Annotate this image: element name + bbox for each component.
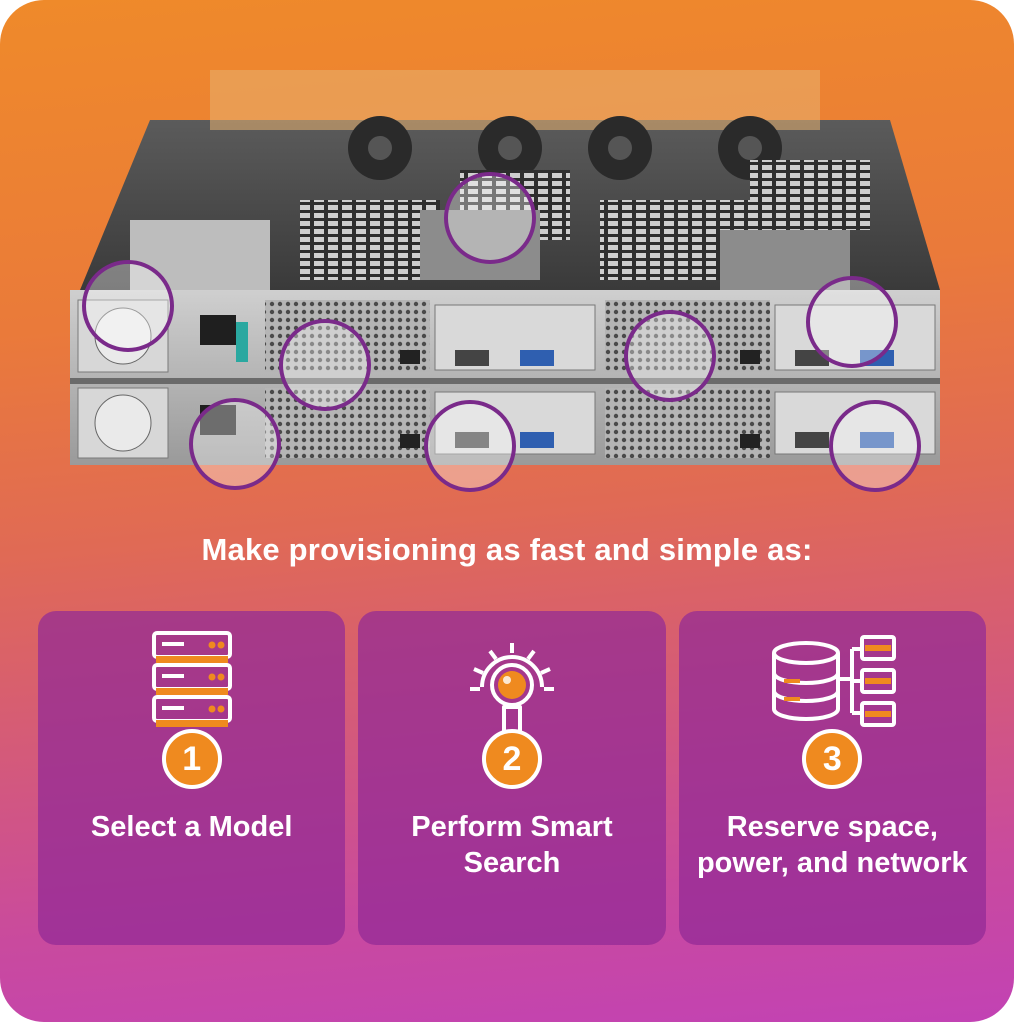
headline: Make provisioning as fast and simple as: — [201, 532, 813, 567]
step-number-badge: 1 — [161, 729, 222, 789]
server-rack-icon — [122, 629, 262, 739]
steps-row: 1 Select a Model 2 Perform Smart Search — [38, 611, 986, 945]
step-label: Reserve space, power, and network — [696, 811, 968, 879]
step-number-badge: 3 — [802, 729, 863, 789]
step-card-select-model: 1 Select a Model — [38, 611, 346, 945]
database-network-icon — [762, 629, 902, 739]
step-label: Select a Model — [90, 811, 293, 843]
server-hero-image — [60, 60, 960, 500]
step-card-smart-search: 2 Perform Smart Search — [358, 611, 666, 945]
smart-search-gear-icon — [442, 629, 582, 739]
step-label: Perform Smart Search — [411, 811, 613, 879]
step-card-reserve-resources: 3 Reserve space, power, and network — [678, 611, 986, 945]
step-number-badge: 2 — [481, 729, 542, 789]
